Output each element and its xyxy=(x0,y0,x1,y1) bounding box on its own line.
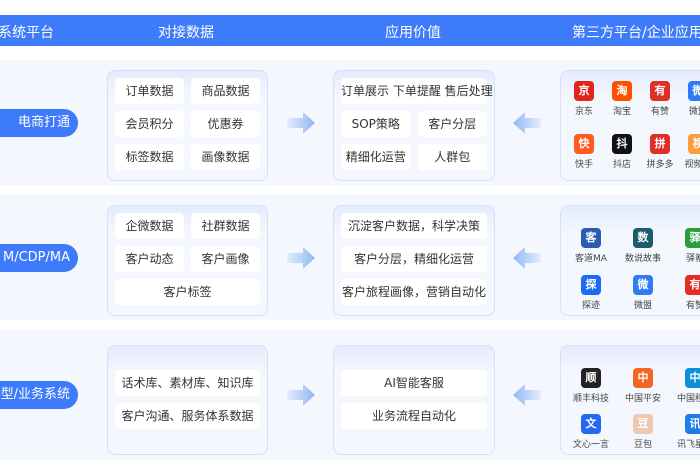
value-item: 客户分层 xyxy=(417,111,487,137)
platform-pill[interactable]: M/CDP/MA xyxy=(0,243,78,272)
datastory-icon: 数 xyxy=(633,228,653,248)
app-douyin[interactable]: 抖抖店 xyxy=(603,133,641,181)
data-item: 客户动态 xyxy=(115,246,184,272)
value-panel: 订单展示 下单提醒 售后处理 SOP策略客户分层精细化运营人群包 xyxy=(333,70,495,181)
arrow-right-icon xyxy=(287,111,315,134)
value-panel: 沉淀客户数据，科学决策客户分层，精细化运营客户旅程画像，营销自动化 xyxy=(333,205,495,316)
header-data: 对接数据 xyxy=(158,25,214,41)
data-panel: 企微数据社群数据客户动态客户画像客户标签 xyxy=(107,205,268,316)
app-channels[interactable]: 视视频号 xyxy=(679,133,700,181)
channels-icon: 视 xyxy=(688,133,700,154)
data-item: 话术库、素材库、知识库 xyxy=(115,370,260,396)
arrow-right-icon xyxy=(287,384,315,406)
kedao-icon: 客 xyxy=(581,228,601,248)
pingan-icon: 中 xyxy=(633,368,653,388)
data-item: 订单数据 xyxy=(115,78,184,104)
header-value: 应用价值 xyxy=(385,25,441,41)
yike-icon: 驿 xyxy=(685,228,700,248)
data-item: 客户标签 xyxy=(115,279,260,305)
youzan-icon: 有 xyxy=(685,274,700,295)
value-item: 精细化运营 xyxy=(341,144,411,170)
wenxin-icon: 文 xyxy=(581,414,601,434)
row-0: 电商打通订单数据商品数据会员积分优惠券标签数据画像数据订单展示 下单提醒 售后处… xyxy=(0,60,700,185)
app-sf[interactable]: 顺顺丰科技 xyxy=(565,368,617,408)
app-tungee[interactable]: 探探迹 xyxy=(565,274,617,316)
value-item: 客户分层，精细化运营 xyxy=(341,246,487,272)
header-bar: 系统平台 对接数据 应用价值 第三方平台/企业应用 xyxy=(0,15,700,46)
weimob-icon: 微 xyxy=(688,81,700,101)
app-wenxin[interactable]: 文文心一言 xyxy=(565,414,617,454)
data-item: 优惠券 xyxy=(191,111,260,137)
data-item: 企微数据 xyxy=(115,213,184,239)
jd-icon: 京 xyxy=(574,81,594,101)
platform-pill[interactable]: 电商打通 xyxy=(0,108,78,137)
arrow-left-icon xyxy=(513,111,541,134)
doubao-icon: 豆 xyxy=(633,414,653,434)
app-chinamobile[interactable]: 中中国移动 xyxy=(669,368,700,408)
kuaishou-icon: 快 xyxy=(574,133,594,154)
value-item: 人群包 xyxy=(417,144,487,170)
app-datastory[interactable]: 数数说故事 xyxy=(617,228,669,269)
arrow-right-icon xyxy=(287,246,315,269)
weimob-icon: 微 xyxy=(633,274,653,295)
app-jd[interactable]: 京京东 xyxy=(565,81,603,128)
app-weimob[interactable]: 微微盟 xyxy=(617,274,669,316)
value-item: 业务流程自动化 xyxy=(341,403,487,429)
app-pinduoduo[interactable]: 拼拼多多 xyxy=(641,133,679,181)
value-item: 订单展示 下单提醒 售后处理 xyxy=(341,78,493,104)
app-youzan[interactable]: 有有赞 xyxy=(669,274,700,316)
chinamobile-icon: 中 xyxy=(685,368,700,388)
header-third-party: 第三方平台/企业应用 xyxy=(572,25,700,41)
arrow-left-icon xyxy=(513,246,541,269)
data-item: 画像数据 xyxy=(191,144,260,170)
data-panel: 订单数据商品数据会员积分优惠券标签数据画像数据 xyxy=(107,70,268,181)
value-panel: AI智能客服业务流程自动化 xyxy=(333,345,495,455)
value-item: SOP策略 xyxy=(341,111,411,137)
value-item: 沉淀客户数据，科学决策 xyxy=(341,213,487,239)
data-panel: 话术库、素材库、知识库客户沟通、服务体系数据 xyxy=(107,345,268,455)
value-item: 客户旅程画像，营销自动化 xyxy=(341,279,487,305)
app-xinghuo[interactable]: 讯讯飞星火 xyxy=(669,414,700,454)
arrow-left-icon xyxy=(513,384,541,406)
platform-pill[interactable]: 型/业务系统 xyxy=(0,381,78,409)
xinghuo-icon: 讯 xyxy=(685,414,700,434)
data-item: 客户画像 xyxy=(191,246,260,272)
data-item: 社群数据 xyxy=(191,213,260,239)
app-kuaishou[interactable]: 快快手 xyxy=(565,133,603,181)
app-youzan[interactable]: 有有赞 xyxy=(641,81,679,128)
data-item: 标签数据 xyxy=(115,144,184,170)
app-taobao[interactable]: 淘淘宝 xyxy=(603,81,641,128)
taobao-icon: 淘 xyxy=(612,81,632,101)
data-item: 商品数据 xyxy=(191,78,260,104)
app-pingan[interactable]: 中中国平安 xyxy=(617,368,669,408)
data-item: 会员积分 xyxy=(115,111,184,137)
douyin-icon: 抖 xyxy=(612,133,632,154)
app-yike[interactable]: 驿驿氪 xyxy=(669,228,700,269)
youzan-icon: 有 xyxy=(650,81,670,101)
row-2: 型/业务系统 话术库、素材库、知识库客户沟通、服务体系数据 AI智能客服业务流程自动… xyxy=(0,330,700,460)
app-weimob[interactable]: 微微盟 xyxy=(679,81,700,128)
apps-panel: 顺顺丰科技中中国平安中中国移动文文心一言豆豆包讯讯飞星火 xyxy=(560,345,700,455)
pinduoduo-icon: 拼 xyxy=(650,133,670,154)
header-system-platform: 系统平台 xyxy=(0,25,54,41)
sf-icon: 顺 xyxy=(581,368,601,388)
value-item: AI智能客服 xyxy=(341,370,487,396)
apps-panel: 京京东淘淘宝有有赞微微盟快快手抖抖店拼拼多多视视频号 xyxy=(560,70,700,181)
data-item: 客户沟通、服务体系数据 xyxy=(115,403,260,429)
app-doubao[interactable]: 豆豆包 xyxy=(617,414,669,454)
app-kedao[interactable]: 客客道MA xyxy=(565,228,617,269)
tungee-icon: 探 xyxy=(581,274,601,295)
